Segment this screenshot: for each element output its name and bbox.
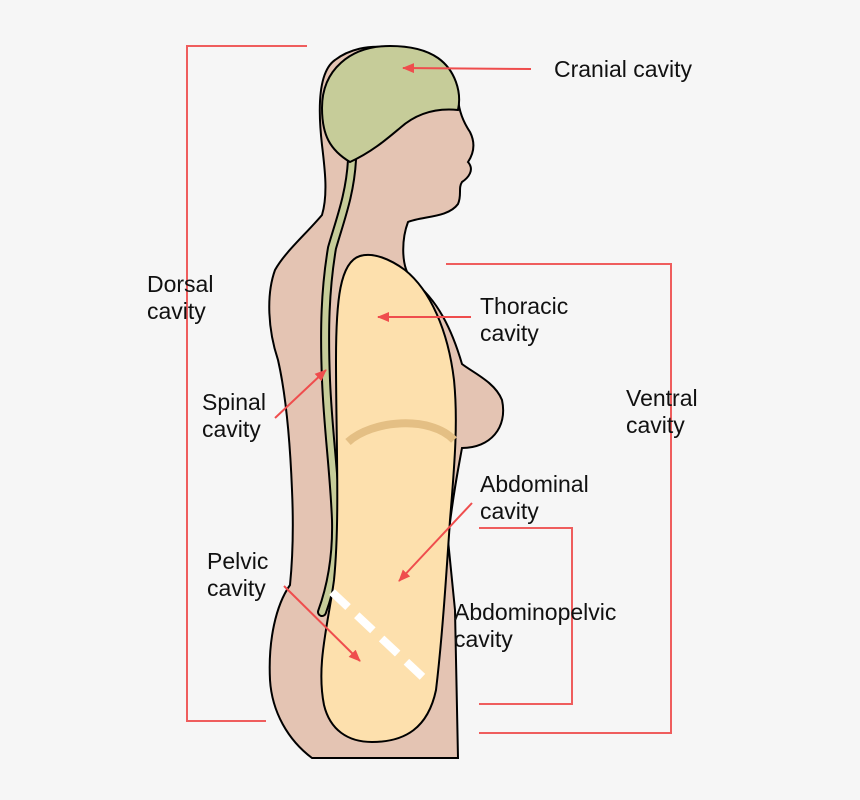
thoracic-label-line2: cavity: [480, 320, 539, 346]
cranial-label-line1: Cranial cavity: [554, 56, 693, 82]
dorsal-label-line1: Dorsal: [147, 271, 214, 297]
pelvic-label-line2: cavity: [207, 575, 266, 601]
ventral-label-line1: Ventral: [626, 385, 698, 411]
diaphragm: [345, 419, 457, 446]
pelvic-arrow: [283, 585, 361, 662]
ventral-cavity-label: Ventral cavity: [626, 385, 698, 439]
ventral-label-line2: cavity: [626, 412, 685, 438]
abdominal-label-line2: cavity: [480, 498, 539, 524]
dorsal-bracket: [186, 45, 307, 722]
ventral-cavity-shape: [320, 253, 457, 744]
cranial-arrow: [402, 63, 532, 74]
ventral-bracket: [446, 263, 672, 734]
abdominopelvic-label-line1: Abdominopelvic: [454, 599, 617, 625]
abdominopelvic-bracket: [479, 527, 573, 705]
cranial-cavity-shape: [320, 44, 460, 164]
thoracic-cavity-label: Thoracic cavity: [480, 293, 568, 347]
spinal-cavity-label: Spinal cavity: [202, 389, 266, 443]
abdominopelvic-divider: [329, 589, 431, 685]
cranial-cavity-label: Cranial cavity: [554, 56, 692, 83]
abdominopelvic-label-line2: cavity: [454, 626, 513, 652]
abdominal-arrow: [398, 502, 473, 582]
dorsal-label-line2: cavity: [147, 298, 206, 324]
dorsal-cavity-label: Dorsal cavity: [147, 271, 213, 325]
abdominal-cavity-label: Abdominal cavity: [480, 471, 589, 525]
spinal-arrow: [274, 369, 327, 419]
thoracic-label-line1: Thoracic: [480, 293, 569, 319]
abdominal-label-line1: Abdominal: [480, 471, 589, 497]
spinal-label-line2: cavity: [202, 416, 261, 442]
abdominopelvic-cavity-label: Abdominopelvic cavity: [454, 599, 616, 653]
pelvic-label-line1: Pelvic: [207, 548, 269, 574]
spinal-label-line1: Spinal: [202, 389, 266, 415]
pelvic-cavity-label: Pelvic cavity: [207, 548, 268, 602]
